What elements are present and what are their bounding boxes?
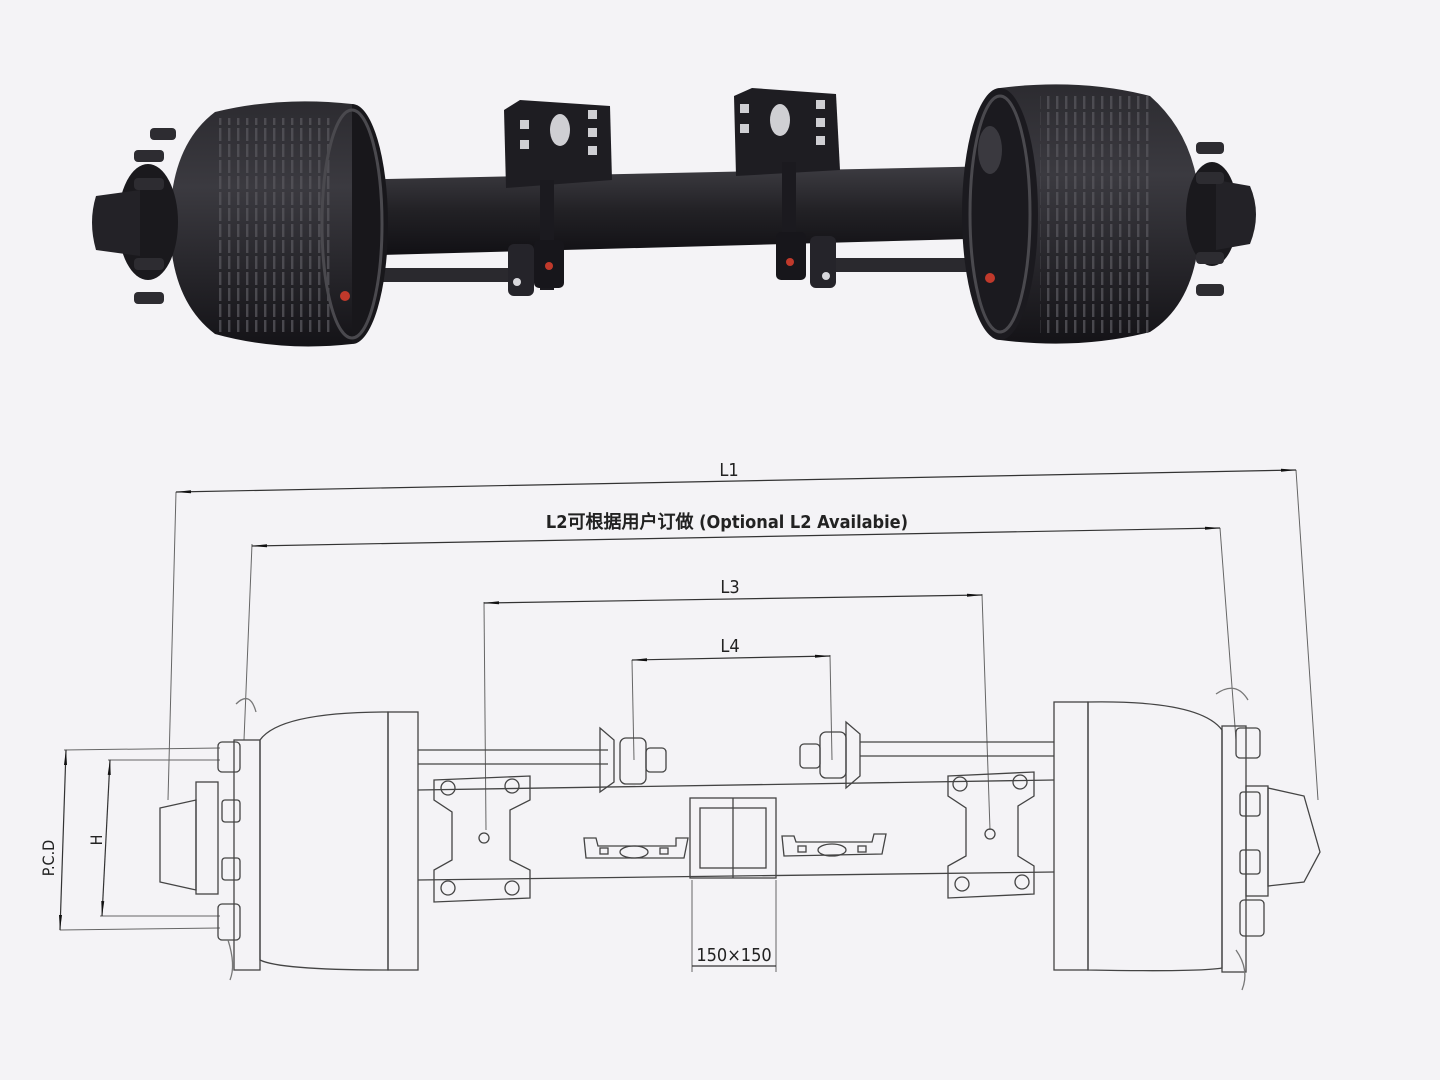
slack-adjuster-right [776,162,836,288]
drawing-spring-seats [433,771,1035,903]
drawing-beam-section [689,797,777,879]
brake-drum-left [170,101,388,347]
drawing-brake-brackets [583,833,887,859]
camshaft-right [810,258,1000,272]
wheel-hub-right [1186,142,1256,296]
drawing-beam [417,779,1055,881]
drawing-camshafts [418,720,1054,794]
dim-line-pcd [59,749,67,931]
lug-nuts-left [217,741,241,941]
spring-seat-right [734,88,840,176]
dimension-lines [59,468,1297,967]
dim-line-h [101,759,111,917]
wheel-studs-right [1196,142,1224,296]
axle-beam [340,166,1004,256]
lug-nuts-right [1235,727,1265,937]
extension-lines [59,469,1319,972]
axle-product-photo [92,84,1256,347]
slack-adjuster-left [508,180,564,296]
label-l4: L4 [720,636,739,657]
camshaft-left [345,268,520,282]
label-pcd: P.C.D [39,840,58,876]
brake-drum-right [962,84,1200,344]
axle-technical-drawing [59,468,1321,991]
label-beam-section: 150×150 [696,945,771,966]
drawing-wheel-end-left [159,697,419,981]
dim-line-l2 [251,526,1221,548]
spring-seat-left [504,100,612,188]
wheel-hub-left [92,128,178,304]
label-l1: L1 [719,460,738,481]
dim-line-l1 [175,468,1297,494]
dim-line-l4 [631,654,831,662]
label-h: H [87,835,106,846]
dim-line-l3 [483,593,983,605]
label-l3: L3 [720,577,739,598]
dimension-labels: L1 L2可根据用户订做 (Optional L2 Availabie) L3 … [39,460,908,966]
drawing-wheel-end-right [1053,687,1321,991]
label-l2: L2可根据用户订做 (Optional L2 Availabie) [546,511,908,533]
wheel-studs-left [134,128,176,304]
